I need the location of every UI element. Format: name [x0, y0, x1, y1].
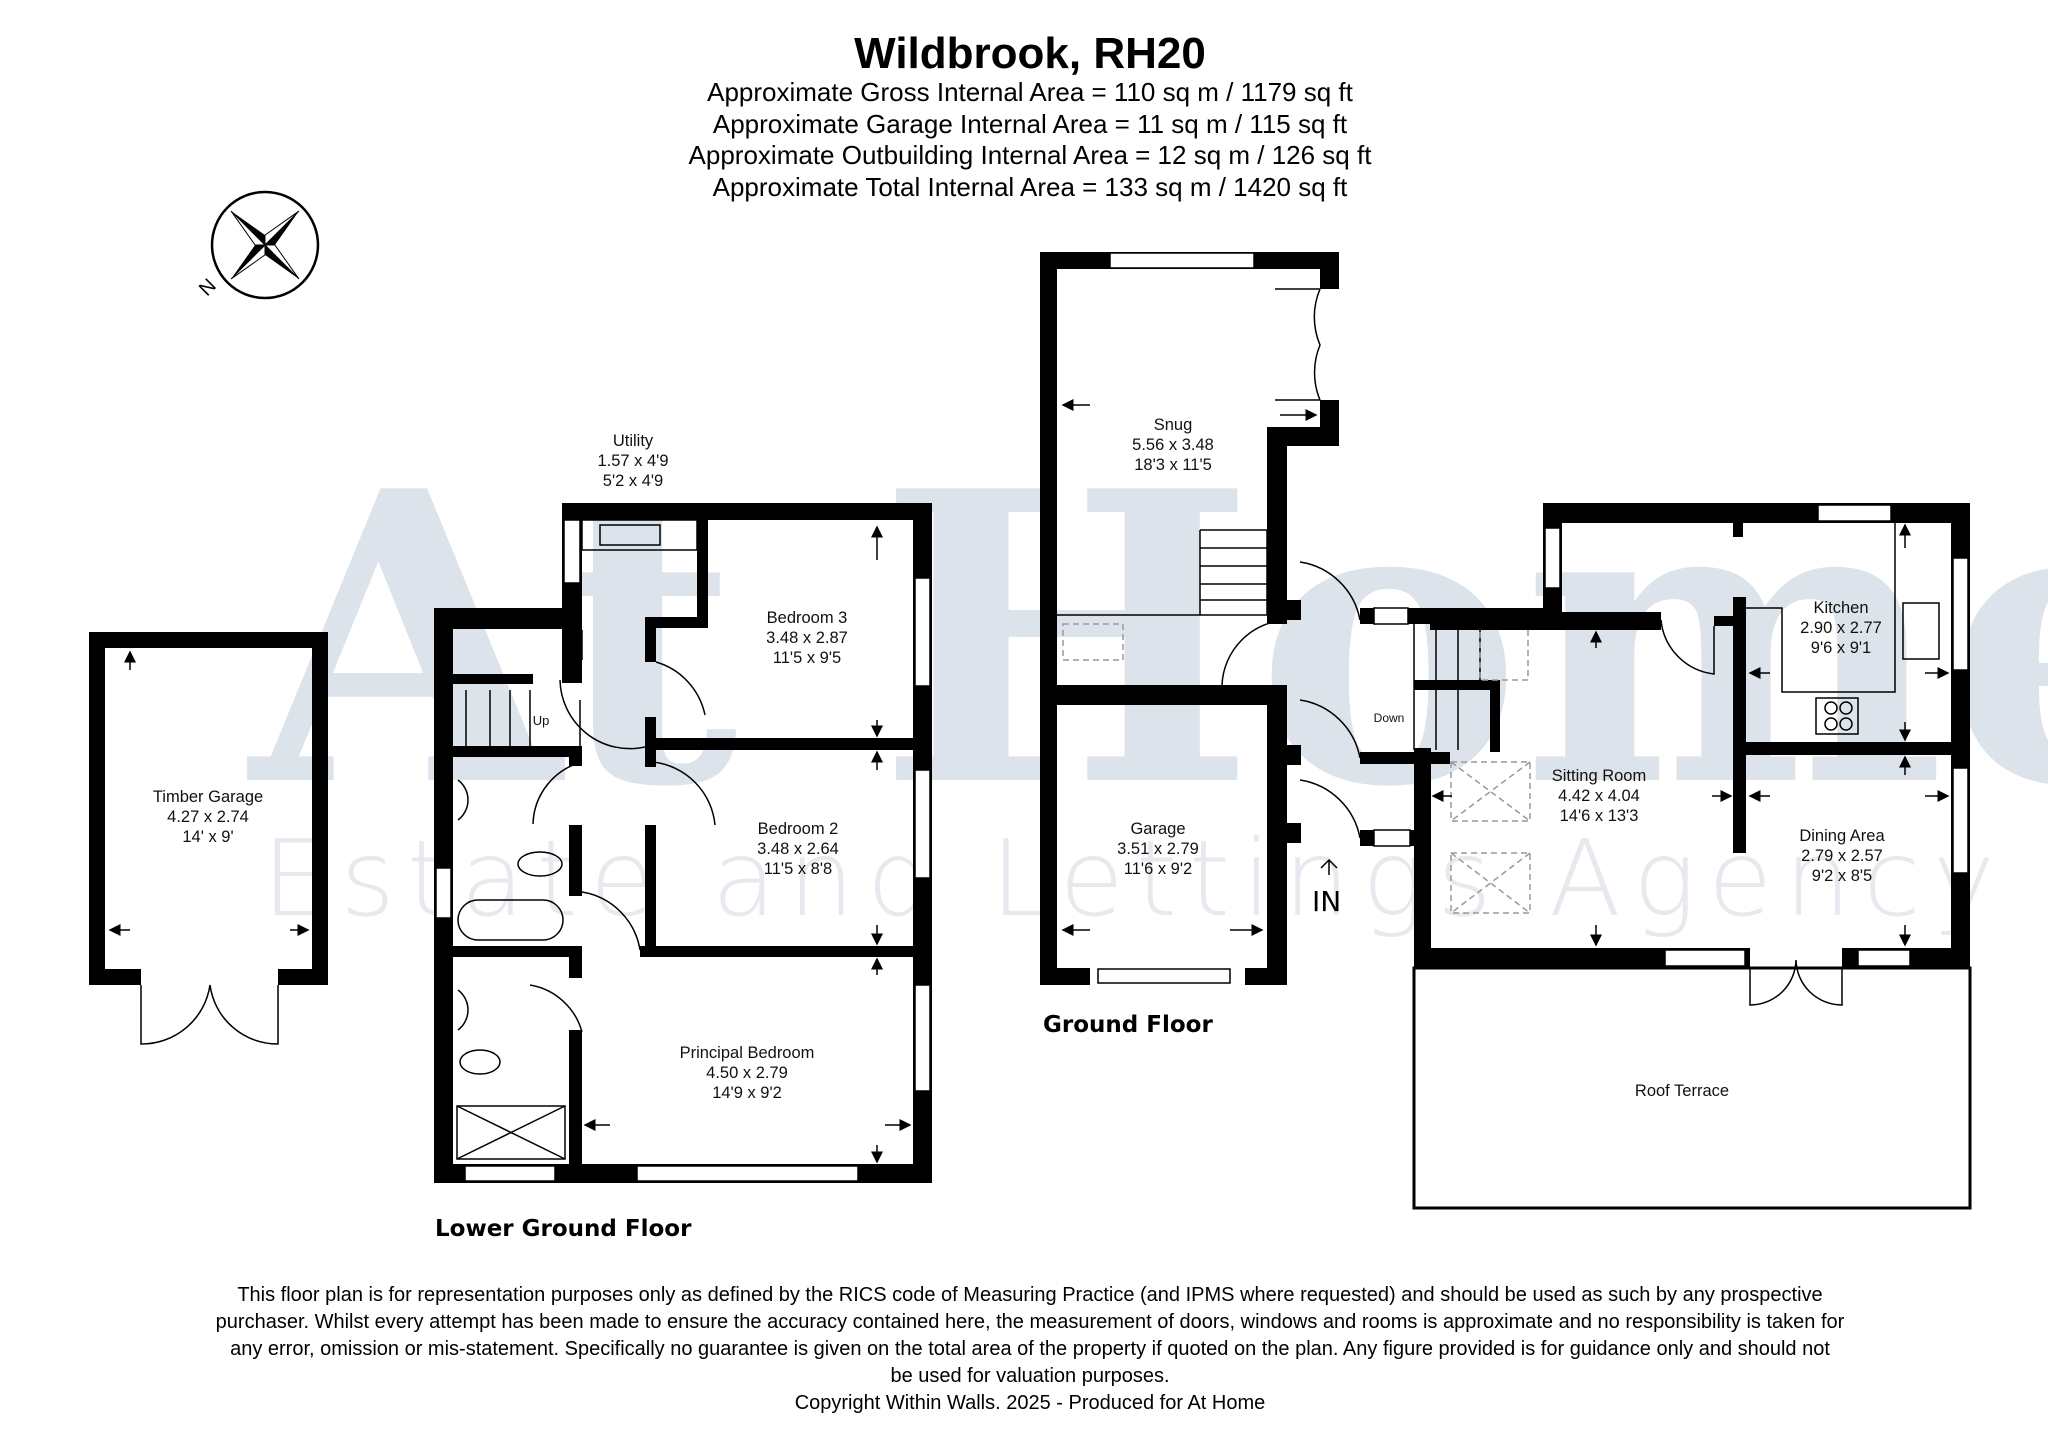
watermark-tagline: Estate and Lettings Agency — [262, 818, 2007, 940]
room-metric: 4.50 x 2.79 — [706, 1064, 788, 1082]
footer: This floor plan is for representation pu… — [216, 1284, 1845, 1414]
floor-label-ground: Ground Floor — [1043, 1012, 1213, 1038]
room-name: Utility — [613, 432, 654, 450]
room-name: Dining Area — [1799, 827, 1885, 845]
room-name: Roof Terrace — [1635, 1082, 1729, 1100]
room-metric: 2.79 x 2.57 — [1801, 847, 1883, 865]
north-label: N — [195, 275, 221, 301]
copyright: Copyright Within Walls. 2025 - Produced … — [795, 1392, 1266, 1414]
floor-label-lower-ground: Lower Ground Floor — [435, 1216, 692, 1242]
room-metric: 3.51 x 2.79 — [1117, 840, 1199, 858]
room-name: Kitchen — [1813, 599, 1868, 617]
total-area: Approximate Total Internal Area = 133 sq… — [713, 172, 1349, 202]
timber-garage: Timber Garage 4.27 x 2.74 14' x 9' — [89, 632, 328, 1045]
room-name: Principal Bedroom — [680, 1044, 815, 1062]
room-name: Sitting Room — [1552, 767, 1646, 785]
room-metric: 2.90 x 2.77 — [1800, 619, 1882, 637]
lower-ground-floor-plan: Utility 1.57 x 4'9 5'2 x 4'9 Bedroom 3 3… — [434, 432, 932, 1242]
room-imperial: 5'2 x 4'9 — [603, 472, 663, 490]
room-metric: 4.27 x 2.74 — [167, 808, 249, 826]
disclaimer-line: any error, omission or mis-statement. Sp… — [230, 1338, 1830, 1360]
room-imperial: 14' x 9' — [182, 828, 233, 846]
room-imperial: 11'5 x 8'8 — [764, 860, 832, 878]
gross-area: Approximate Gross Internal Area = 110 sq… — [707, 77, 1354, 107]
room-metric: 3.48 x 2.64 — [757, 840, 839, 858]
room-metric: 5.56 x 3.48 — [1132, 436, 1214, 454]
outbuilding-area: Approximate Outbuilding Internal Area = … — [689, 140, 1373, 170]
room-name: Bedroom 2 — [758, 820, 839, 838]
garage-area: Approximate Garage Internal Area = 11 sq… — [713, 109, 1348, 139]
room-metric: 4.42 x 4.04 — [1558, 787, 1640, 805]
stairs-down-label: Down — [1374, 711, 1405, 725]
room-name: Timber Garage — [153, 788, 263, 806]
room-metric: 1.57 x 4'9 — [597, 452, 668, 470]
disclaimer-line: This floor plan is for representation pu… — [237, 1284, 1822, 1306]
room-name: Snug — [1154, 416, 1193, 434]
room-imperial: 18'3 x 11'5 — [1134, 456, 1212, 474]
room-imperial: 9'2 x 8'5 — [1812, 867, 1872, 885]
room-imperial: 11'5 x 9'5 — [773, 649, 841, 667]
compass-icon: N — [195, 190, 320, 301]
watermark-logo: At Home — [244, 405, 2048, 875]
ground-floor-plan: Snug 5.56 x 3.48 18'3 x 11'5 Garage 3.51… — [1040, 252, 1972, 1210]
room-imperial: 9'6 x 9'1 — [1811, 639, 1871, 657]
stairs-up-label: Up — [533, 713, 550, 728]
room-imperial: 11'6 x 9'2 — [1124, 860, 1192, 878]
watermark: At Home Estate and Lettings Agency — [244, 405, 2048, 940]
entrance-label: IN — [1312, 885, 1341, 918]
room-name: Bedroom 3 — [767, 609, 848, 627]
room-imperial: 14'6 x 13'3 — [1560, 807, 1639, 825]
disclaimer-line: be used for valuation purposes. — [890, 1365, 1169, 1387]
disclaimer-line: purchaser. Whilst every attempt has been… — [216, 1311, 1845, 1333]
room-imperial: 14'9 x 9'2 — [712, 1084, 782, 1102]
page-title: Wildbrook, RH20 — [854, 29, 1206, 78]
room-name: Garage — [1130, 820, 1185, 838]
room-metric: 3.48 x 2.87 — [766, 629, 848, 647]
